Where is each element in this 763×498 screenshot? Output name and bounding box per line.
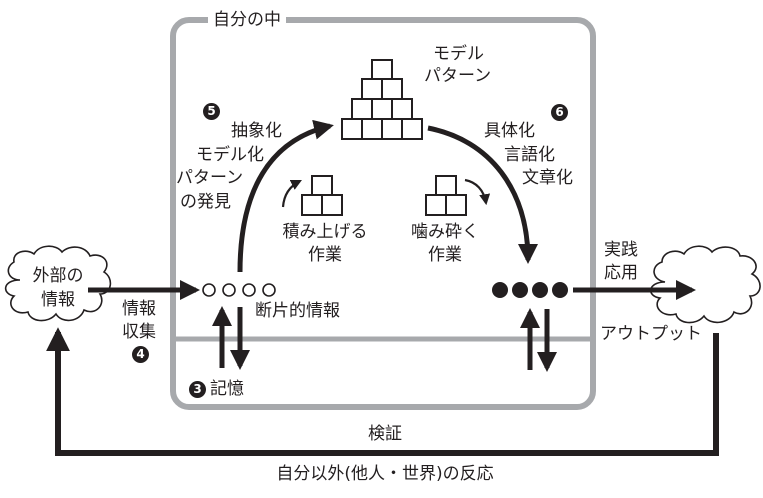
output-label: アウトプット [600, 324, 702, 344]
concretization-arrow [427, 125, 538, 264]
output-cloud [650, 245, 761, 324]
step5-line-4: の発見 [180, 192, 231, 212]
collection-line2: 収集 [122, 322, 156, 342]
open-dot [202, 283, 216, 297]
external-info-line2: 情報 [41, 290, 75, 310]
reaction-label: 自分以外(他人・世界)の反応 [276, 464, 494, 484]
stack-up-blocks-icon [301, 175, 343, 216]
model-label-line2: パターン [424, 66, 492, 86]
filled-dot [532, 282, 548, 298]
stack-up-arrow [281, 180, 302, 208]
break-down-label-line2: 作業 [428, 245, 462, 265]
open-dot [222, 283, 236, 297]
open-dot [242, 283, 256, 297]
open-dot [262, 283, 276, 297]
break-down-label-line1: 噛み砕く [411, 222, 479, 242]
practice-line1: 実践 [604, 240, 638, 260]
concrete-filled-dots [492, 282, 568, 298]
stack-up-label-line1: 積み上げる [282, 222, 368, 242]
external-info-line1: 外部の [32, 266, 84, 286]
step-4-badge: 4 [132, 346, 149, 363]
step-6-badge: 6 [551, 104, 568, 121]
practice-line2: 応用 [604, 263, 638, 283]
verification-label: 検証 [368, 424, 402, 444]
stack-up-label-line2: 作業 [308, 245, 342, 265]
memory-label: 記憶 [210, 379, 244, 399]
filled-dot [492, 282, 508, 298]
step-3-badge: 3 [189, 381, 206, 398]
break-down-blocks-icon [425, 175, 467, 216]
step6-line-3: 文章化 [522, 168, 573, 188]
step5-line-3: パターン [176, 168, 244, 188]
filled-dot [552, 282, 568, 298]
step5-line-2: モデル化 [196, 145, 264, 165]
feedback-loop-arrow [46, 327, 719, 456]
collection-line1: 情報 [122, 299, 156, 319]
step6-line-2: 言語化 [504, 145, 555, 165]
filled-dot [512, 282, 528, 298]
abstraction-arrow [237, 119, 334, 273]
step5-line-1: 抽象化 [231, 121, 282, 141]
step6-line-1: 具体化 [484, 121, 535, 141]
model-pyramid-icon [341, 59, 423, 140]
fragment-open-dots [202, 283, 276, 297]
model-label-line1: モデル [433, 44, 484, 64]
self-box-title: 自分の中 [208, 9, 286, 31]
break-down-arrow [464, 178, 491, 206]
fragments-label: 断片的情報 [255, 301, 340, 321]
self-box [170, 17, 596, 410]
step-5-badge: 5 [203, 103, 220, 120]
external-info-cloud [4, 245, 112, 322]
